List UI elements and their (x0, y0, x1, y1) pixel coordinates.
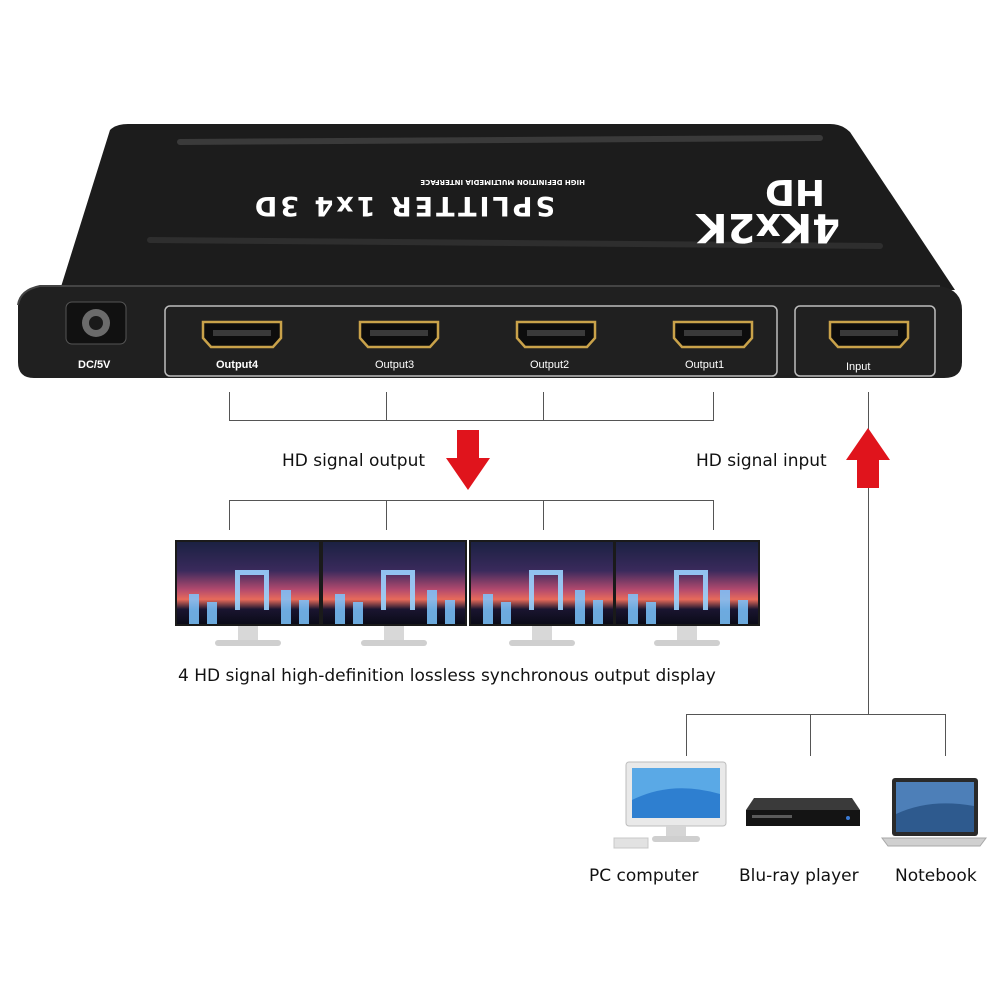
source-bracket-line (686, 714, 946, 715)
source-bracket-tick (945, 714, 946, 756)
monitor-screen (614, 540, 760, 626)
display-caption: 4 HD signal high-definition lossless syn… (178, 666, 716, 686)
monitor-stand (384, 626, 404, 640)
monitor-stand (238, 626, 258, 640)
input-port-panel (794, 305, 936, 377)
port-label-output1: Output1 (685, 359, 724, 371)
dc-power-jack-icon (65, 301, 127, 345)
monitor-stand (677, 626, 697, 640)
hdmi-contact-strip (840, 330, 898, 336)
monitor-screen (175, 540, 321, 626)
monitor-icon (614, 540, 760, 652)
display-bracket-tick (229, 500, 230, 530)
power-label: DC/5V (78, 359, 111, 371)
monitor-screen (469, 540, 615, 626)
up-arrow-icon (846, 428, 890, 488)
port-label-output3: Output3 (375, 359, 414, 371)
input-line-main (868, 488, 869, 714)
output-bracket-tick (543, 392, 544, 421)
output-bracket-tick (713, 392, 714, 421)
output-caption: HD signal output (282, 451, 426, 471)
source-bracket-tick (686, 714, 687, 756)
pc-computer-icon (613, 761, 727, 849)
hdmi-splitter-device: 4Kx2K HD HIGH DEFINITION MULTIMEDIA INTE… (17, 124, 962, 378)
port-label-input: Input (846, 361, 870, 373)
display-bracket-tick (543, 500, 544, 530)
port-label-output2: Output2 (530, 359, 569, 371)
model-text: SPLITTER 1x4 3D (252, 190, 555, 221)
down-arrow-icon (446, 430, 490, 490)
subtitle-text: HIGH DEFINITION MULTIMEDIA INTERFACE (420, 178, 585, 186)
output-bracket-line (229, 420, 714, 421)
monitor-stand (532, 626, 552, 640)
monitor-icon (321, 540, 467, 652)
monitor-screen (321, 540, 467, 626)
output-bracket-tick (229, 392, 230, 421)
port-label-output4: Output4 (216, 359, 259, 371)
source-label-pc: PC computer (589, 866, 699, 886)
hdmi-contact-strip (527, 330, 585, 336)
display-bracket-line (229, 500, 714, 501)
monitor-base (654, 640, 720, 646)
source-bracket-tick (810, 714, 811, 756)
source-label-notebook: Notebook (895, 866, 977, 886)
blu-ray-player-icon (746, 798, 860, 826)
input-line-top (868, 392, 869, 432)
display-bracket-tick (713, 500, 714, 530)
monitor-base (509, 640, 575, 646)
output-bracket-tick (386, 392, 387, 421)
brand-hd-text: HD (765, 171, 825, 212)
monitor-base (215, 640, 281, 646)
source-label-bluray: Blu-ray player (739, 866, 859, 886)
display-bracket-tick (386, 500, 387, 530)
monitor-icon (469, 540, 615, 652)
monitor-icon (175, 540, 321, 652)
input-caption: HD signal input (696, 451, 827, 471)
hdmi-contact-strip (370, 330, 428, 336)
monitor-base (361, 640, 427, 646)
hdmi-contact-strip (213, 330, 271, 336)
output-port-panel (164, 305, 778, 377)
notebook-icon (881, 778, 987, 847)
brand-4kx2k-text: 4Kx2K (695, 204, 840, 250)
hdmi-contact-strip (684, 330, 742, 336)
